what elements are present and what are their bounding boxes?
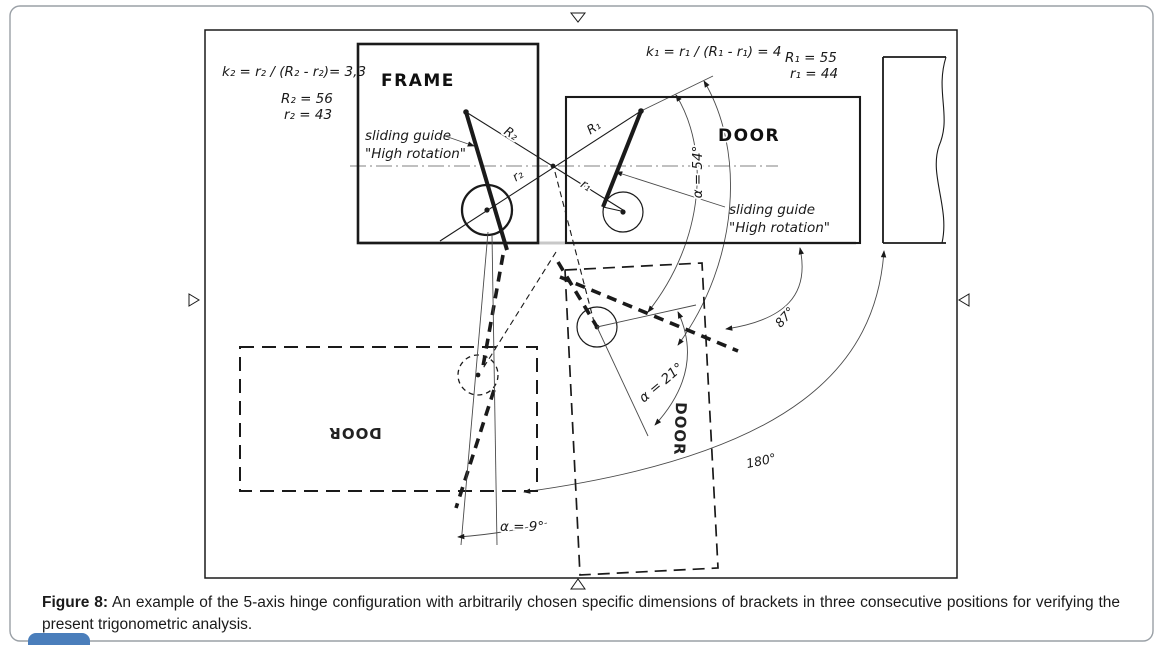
wall-break-line [935, 56, 947, 244]
door-pos3-group: DOOR [239, 254, 538, 509]
registration-mark-top [569, 12, 587, 23]
figure-caption-number: Figure 8: [42, 594, 109, 611]
hinge-centre-door [620, 209, 626, 215]
value-r2: r₂ = 43 [284, 107, 332, 123]
blue-banner-fragment[interactable] [28, 633, 90, 645]
label-alpha-pos3: α = 9° [500, 519, 544, 535]
sliding-guide-label-right: sliding guide "High rotation" [729, 202, 830, 236]
figure-caption-text: An example of the 5-axis hinge configura… [42, 594, 1121, 634]
leader-sliding-guide-right [615, 171, 726, 208]
bracket-pos2 [556, 261, 599, 328]
link-R2-r1 [465, 111, 624, 211]
pivot-left [463, 109, 469, 115]
alpha21-arc [654, 311, 688, 426]
leader-sliding-guide-left [444, 135, 475, 147]
sliding-guide-pos2 [559, 275, 739, 353]
door-pos3-label: DOOR [328, 424, 382, 442]
hinge-cup-frame [460, 183, 514, 237]
bracket-door-tail [602, 206, 622, 212]
label-alpha-pos1: α = 54° [690, 146, 706, 199]
alpha21-edge-lower [596, 326, 649, 437]
bracket-pos3-lower [454, 389, 496, 509]
drawing-border [204, 29, 958, 579]
figure-caption: Figure 8: An example of the 5-axis hinge… [42, 592, 1120, 637]
alpha9-edge-right [491, 234, 498, 546]
door-box-pos2 [564, 262, 719, 576]
angle-fans [457, 231, 697, 546]
figure-card [9, 5, 1154, 642]
frame-box-label: FRAME [381, 71, 455, 91]
registration-mark-bottom [570, 578, 586, 590]
construction-link-pos3 [481, 251, 557, 371]
alpha9-arc [457, 522, 548, 540]
formula-k1: k₁ = r₁ / (R₁ - r₁) = 4 [646, 44, 781, 60]
link-R1-r2 [439, 110, 642, 242]
rotation-arcs [523, 75, 887, 494]
door-box-pos1 [564, 95, 862, 245]
arc-180 [523, 250, 887, 494]
value-R1: R₁ = 55 [785, 50, 837, 66]
construction-dashed [481, 171, 595, 371]
door-pos2-label: DOOR [670, 402, 690, 456]
registration-mark-left [188, 293, 200, 307]
bracket-pos3-upper [480, 254, 505, 373]
bracket-door-bold [601, 110, 643, 208]
alpha9-edge-left [460, 231, 489, 546]
registration-mark-right [958, 293, 970, 307]
registration-marks [188, 12, 970, 590]
hinge-centre-frame [484, 207, 490, 213]
pivot-right [638, 108, 644, 114]
sliding-guide-left-line2: "High rotation" [365, 146, 466, 162]
frame-box [356, 42, 540, 245]
sliding-guide-right-line1: sliding guide [729, 202, 815, 218]
leader-lines [444, 135, 726, 208]
hinge-cup-door [602, 191, 644, 233]
hinge-cup-pos3 [457, 354, 499, 396]
sliding-guide-right-line2: "High rotation" [729, 220, 830, 236]
bracket-frame-bold [464, 111, 509, 251]
hinge-cup-pos2 [576, 306, 618, 348]
value-r1: r₁ = 44 [790, 66, 838, 82]
construction-link-pos2 [554, 171, 595, 323]
sliding-guide-label-left: sliding guide "High rotation" [365, 128, 466, 162]
alpha21-edge-upper [596, 304, 697, 328]
formula-k2: k₂ = r₂ / (R₂ - r₂)= 3,3 [222, 64, 366, 80]
hinge-centre-pos3 [475, 372, 481, 378]
wall-section [882, 56, 947, 244]
linkage-pos1 [439, 108, 644, 251]
value-R2: R₂ = 56 [281, 91, 333, 107]
alpha54-fan-edge [640, 75, 714, 112]
sliding-guide-left-line1: sliding guide [365, 128, 451, 144]
door-pos1-label: DOOR [718, 126, 780, 146]
crossing-point [550, 163, 556, 169]
